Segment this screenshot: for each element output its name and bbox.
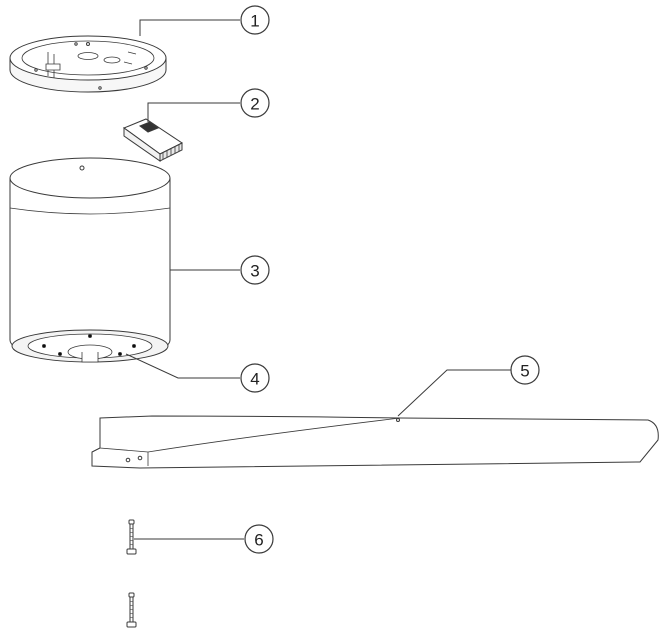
fan-blade — [91, 415, 659, 469]
callout-label-2: 2 — [250, 95, 259, 114]
leader-lines — [125, 19, 511, 540]
callout-label-1: 1 — [250, 12, 259, 31]
mounting-plate — [9, 35, 167, 93]
callout-label-3: 3 — [250, 262, 259, 281]
driver-box — [122, 118, 183, 162]
leader-line-5 — [397, 369, 511, 417]
callout-label-6: 6 — [254, 531, 263, 550]
screw-upper — [126, 519, 137, 555]
callout-2: 2 — [240, 88, 270, 118]
motor-hub — [11, 329, 169, 363]
leader-line-2 — [147, 102, 240, 122]
leader-line-1 — [139, 19, 240, 36]
screw-lower — [126, 592, 137, 628]
callout-6: 6 — [244, 524, 274, 554]
callout-5: 5 — [510, 355, 540, 385]
callout-label-5: 5 — [520, 362, 529, 381]
leader-line-4 — [125, 353, 240, 379]
callout-4: 4 — [240, 363, 270, 393]
callout-1: 1 — [240, 5, 270, 35]
callout-label-4: 4 — [250, 370, 259, 389]
callout-3: 3 — [240, 255, 270, 285]
motor-housing — [9, 157, 171, 361]
